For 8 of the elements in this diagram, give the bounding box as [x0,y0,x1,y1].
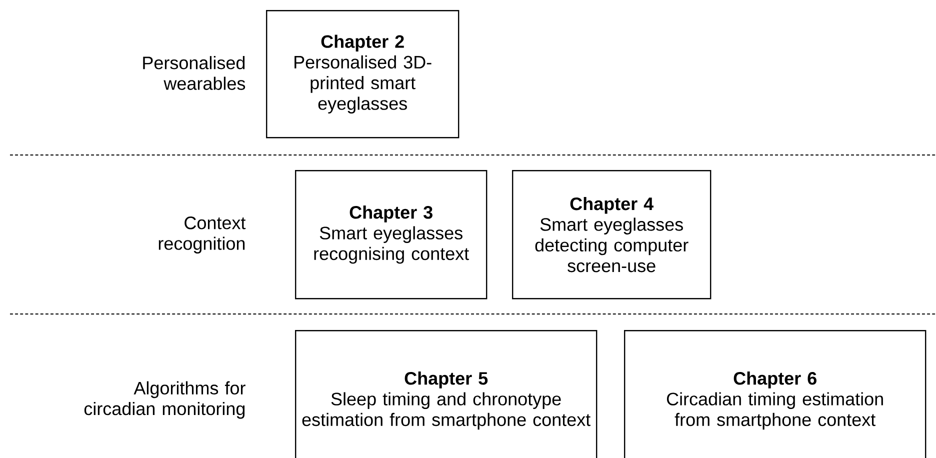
row-label: Context recognition [158,216,246,254]
row-label: Algorithms for circadian monitoring [84,381,246,419]
chapter-box: Chapter 4 Smart eyeglasses detecting computer screen-use [512,170,712,300]
chapter-box: Chapter 3 Smart eyeglasses recognising context [295,170,488,300]
chapter-box: Chapter 6 Circadian timing estimation from smartphone context [624,330,926,458]
row-label: Personalised wearables [143,56,246,90]
chapter-box: Chapter 2 Personalised 3D-printed smart eyeglasses [266,10,460,138]
chapter-box: Chapter 5 Sleep timing and chronotype estimation from smartphone context [295,330,598,458]
